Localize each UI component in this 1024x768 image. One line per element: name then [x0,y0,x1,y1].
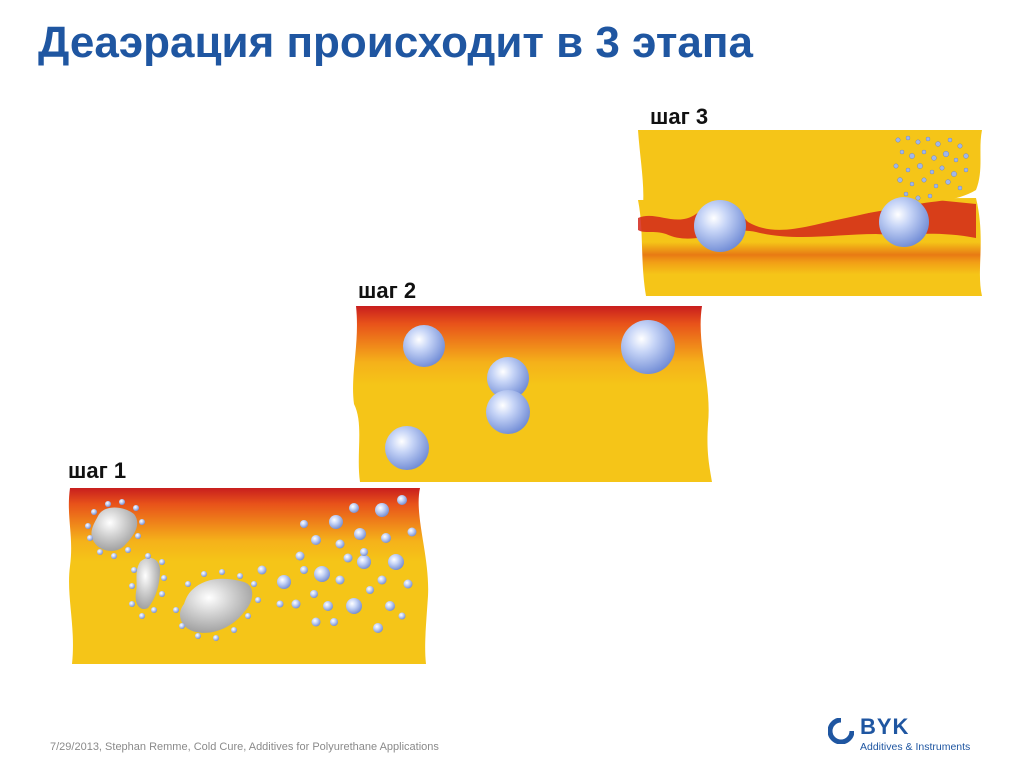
byk-logo-icon [828,718,854,744]
coalescing-bubble [487,357,529,399]
air-pocket [180,578,253,633]
step-2-diagram [353,306,712,482]
liquid-body [68,488,429,664]
step-1-diagram [68,488,429,664]
step-1-label: шаг 1 [68,458,127,483]
burst-droplets [893,135,969,201]
liquid-top [638,130,982,219]
footer-text: 7/29/2013, Stephan Remme, Cold Cure, Add… [50,741,439,753]
surface-bubble [879,197,929,247]
pocket-micro-bubbles [85,499,261,641]
rising-bubble [385,426,429,470]
air-pocket [135,557,160,610]
byk-logo: BYK Additives & Instruments [828,714,978,756]
surface-bubble [694,200,746,252]
step-3-label: шаг 3 [650,104,709,129]
coalescing-bubble [486,390,530,434]
step-3-diagram [638,130,982,296]
logo-name: BYK [860,714,910,739]
logo-tagline: Additives & Instruments [860,741,971,753]
page-title: Деаэрация происходит в 3 этапа [38,18,753,67]
air-pocket [91,507,138,551]
step-2-label: шаг 2 [358,278,417,303]
dispersed-micro-bubbles [257,495,417,633]
rising-bubble [621,320,675,374]
rising-bubble [403,325,445,367]
